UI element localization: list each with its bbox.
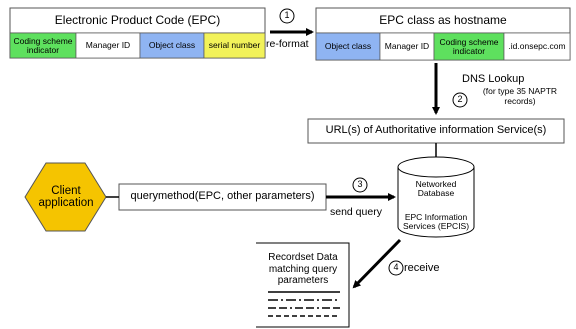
recordset-title: Recordset Data matching query parameters — [268, 252, 338, 286]
epc-field-serial-number-bg — [203, 32, 266, 59]
epc-field-coding-scheme: Coding scheme indicator — [13, 35, 73, 55]
database-cylinder-body — [397, 167, 475, 238]
database-title: Networked Database — [415, 179, 457, 198]
recordset-document — [256, 242, 350, 328]
step2-label: DNS Lookup — [462, 73, 525, 85]
host-field-domain: .id.onsepc.com — [508, 41, 566, 52]
epc-field-manager-id: Manager ID — [85, 40, 131, 51]
step4-arrow — [352, 238, 402, 289]
step3-circle — [352, 177, 368, 193]
step1-circle — [279, 8, 295, 24]
step2-circle — [452, 92, 468, 108]
epc-field-object-class: Object class — [148, 40, 196, 51]
step4-label: receive — [404, 262, 440, 274]
epc-field-serial-number: serial number — [208, 40, 261, 51]
step2-note: (for type 35 NAPTR records) — [482, 86, 558, 106]
client-application-hexagon — [24, 162, 107, 232]
host-field-manager-id-bg — [379, 32, 435, 61]
host-field-object-class-bg — [315, 32, 381, 61]
host-field-object-class: Object class — [324, 41, 372, 52]
epc-field-coding-scheme-bg — [9, 32, 77, 59]
step4-circle — [388, 260, 404, 276]
step1-label: re-format — [266, 38, 309, 50]
epc-field-manager-id-bg — [75, 32, 141, 59]
host-field-manager-id: Manager ID — [384, 41, 430, 52]
step4-number: 4 — [393, 262, 399, 273]
host-field-domain-bg — [503, 32, 571, 61]
host-field-coding-scheme: Coding scheme indicator — [439, 36, 499, 56]
step3-number: 3 — [357, 179, 363, 190]
epc-box-title: Electronic Product Code (EPC) — [54, 13, 221, 27]
host-field-coding-scheme-bg — [433, 32, 505, 61]
query-box-label: querymethod(EPC, other parameters) — [130, 190, 315, 203]
database-subtitle: EPC Information Services (EPCIS) — [402, 212, 470, 231]
hostname-box-title: EPC class as hostname — [379, 13, 507, 27]
step3-label: send query — [330, 206, 382, 218]
client-application-label: Client application — [38, 184, 94, 209]
step1-number: 1 — [284, 10, 290, 21]
database-cylinder-top — [397, 156, 475, 178]
step2-number: 2 — [457, 94, 463, 105]
urls-box-label: URL(s) of Authoritative information Serv… — [325, 124, 547, 137]
